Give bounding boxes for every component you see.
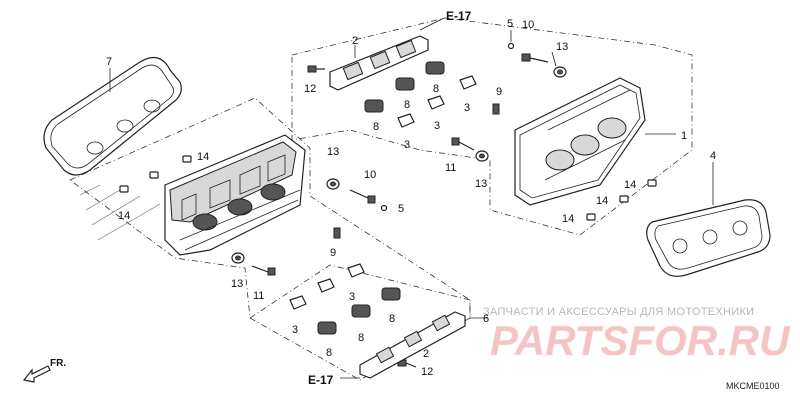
callout-8-e: 8 <box>358 332 364 344</box>
callout-5-left: 5 <box>398 203 404 215</box>
callout-2-top: 2 <box>352 35 358 47</box>
valve-cover-gasket-left <box>43 56 182 176</box>
hatch-area <box>79 184 161 241</box>
callout-11-mid: 11 <box>445 162 456 174</box>
ref-label-top: E-17 <box>446 9 472 23</box>
plug-seals-lower <box>289 263 401 335</box>
callout-8-d: 8 <box>326 347 332 359</box>
callout-9-low: 9 <box>330 247 336 259</box>
watermark-tagline: ЗАПЧАСТИ И АКСЕССУАРЫ ДЛЯ МОТОТЕХНИКИ <box>483 306 754 318</box>
callout-7: 7 <box>106 56 112 68</box>
callout-3-b: 3 <box>404 139 410 151</box>
small-hardware <box>119 42 657 368</box>
callout-10-left: 10 <box>364 169 376 181</box>
callout-13-mid: 13 <box>475 178 487 190</box>
callout-5-top: 5 <box>507 18 513 30</box>
fuel-rail-lower <box>359 311 466 379</box>
callout-13-left: 13 <box>327 146 339 158</box>
callout-12-low: 12 <box>421 366 433 378</box>
callout-3-a: 3 <box>464 102 470 114</box>
callout-13-top: 13 <box>556 41 568 53</box>
callout-4: 4 <box>710 150 716 162</box>
callout-9-top: 9 <box>496 86 502 98</box>
callout-14-a: 14 <box>197 151 209 163</box>
callout-12-top: 12 <box>304 83 316 95</box>
front-arrow: FR. <box>22 358 66 383</box>
lower-frame <box>249 264 471 319</box>
bolt-12-top <box>307 65 325 73</box>
callout-14-e: 14 <box>562 213 574 225</box>
leader-lines <box>109 17 714 379</box>
front-arrow-icon <box>22 365 51 383</box>
callout-8-f: 8 <box>389 313 395 325</box>
callout-10-top: 10 <box>522 19 534 31</box>
callout-labels: 7 2 5 10 13 12 3 8 8 8 3 3 3 9 1 4 14 14… <box>106 18 716 378</box>
ref-label-bottom: E-17 <box>308 373 334 387</box>
callout-3-f: 3 <box>349 291 355 303</box>
callout-8-c: 8 <box>433 83 439 95</box>
valve-cover-gasket-right <box>646 199 771 277</box>
callout-14-d: 14 <box>596 195 608 207</box>
callout-11-low: 11 <box>253 290 264 302</box>
callout-3-c: 3 <box>434 120 440 132</box>
front-arrow-label: FR. <box>50 358 66 369</box>
callout-8-b: 8 <box>404 99 410 111</box>
diagram-code: MKCME0100 <box>726 381 780 391</box>
cylinder-head-left <box>164 134 306 256</box>
callout-6: 6 <box>483 313 489 325</box>
plug-seals-upper <box>364 61 477 128</box>
watermark-brand: PARTSFOR.RU <box>490 317 791 364</box>
upper-right-frame <box>291 17 693 236</box>
valve-cover-right <box>514 77 646 206</box>
callout-8-a: 8 <box>373 121 379 133</box>
callout-3-e: 3 <box>292 324 298 336</box>
callout-14-c: 14 <box>624 179 636 191</box>
callout-1: 1 <box>681 130 687 142</box>
callout-14-b: 14 <box>118 210 130 222</box>
callout-2-low: 2 <box>423 348 429 360</box>
fuel-rail-top <box>329 35 429 91</box>
callout-13-low: 13 <box>231 278 243 290</box>
